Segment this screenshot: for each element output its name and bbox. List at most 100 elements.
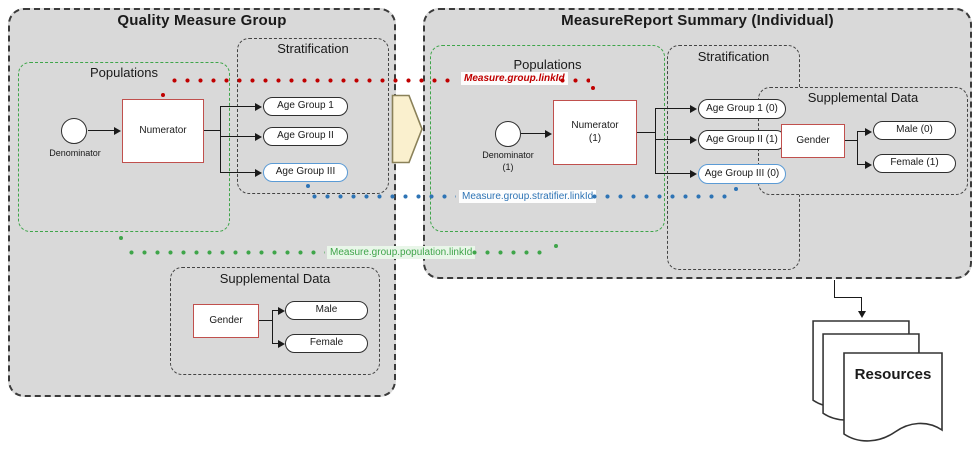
denominator-label-left: Denominator xyxy=(49,148,101,158)
connector-line xyxy=(637,132,655,133)
stratification-title-right: Stratification xyxy=(697,49,770,64)
denominator-circle-left xyxy=(61,118,87,144)
age-group-3-pill-right: Age Group III (0) xyxy=(698,164,786,184)
transform-chevron-icon xyxy=(391,94,423,164)
denominator-circle-right xyxy=(495,121,521,147)
green-link-dot xyxy=(119,236,123,240)
measure-group-linkid-label: Measure.group.linkId xyxy=(461,72,568,85)
green-link-dot xyxy=(554,244,558,248)
connector-line xyxy=(272,310,273,344)
connector-line xyxy=(220,106,221,173)
red-link-dot xyxy=(161,93,165,97)
male-label-left: Male xyxy=(315,304,338,316)
arrowhead-icon xyxy=(545,129,552,138)
arrowhead-icon xyxy=(690,169,697,178)
connector-line xyxy=(857,131,866,132)
age-group-3-label-right: Age Group III (0) xyxy=(704,167,780,179)
connector-line xyxy=(272,310,279,311)
measurereport-summary-title: MeasureReport Summary (Individual) xyxy=(561,12,834,29)
gender-box-left: Gender xyxy=(193,304,259,338)
numerator-box-right: Numerator (1) xyxy=(553,100,637,165)
green-dotted-link xyxy=(468,250,550,255)
arrowhead-icon xyxy=(278,306,285,315)
denominator-label-right: Denominator xyxy=(482,150,534,160)
stratification-title-left: Stratification xyxy=(277,41,349,56)
connector-line xyxy=(272,343,279,344)
connector-line xyxy=(655,108,691,109)
female-label-right: Female (1) xyxy=(890,157,939,169)
arrowhead-icon xyxy=(865,127,872,136)
blue-dotted-link xyxy=(588,194,728,199)
arrowhead-icon xyxy=(865,160,872,169)
arrowhead-icon xyxy=(690,104,697,113)
age-group-2-label-left: Age Group II xyxy=(277,130,334,142)
connector-line xyxy=(845,140,858,141)
connector-line xyxy=(220,136,256,137)
age-group-2-label-right: Age Group II (1) xyxy=(706,133,778,145)
supplemental-data-title-right: Supplemental Data xyxy=(807,90,919,105)
female-label-left: Female xyxy=(309,337,344,349)
red-dotted-link xyxy=(556,78,590,83)
arrowhead-icon xyxy=(255,102,262,111)
male-pill-left: Male xyxy=(285,301,368,320)
connector-line xyxy=(857,164,866,165)
arrowhead-icon xyxy=(857,311,866,318)
connector-line xyxy=(834,280,835,298)
connector-line xyxy=(220,106,256,107)
quality-measure-group-title: Quality Measure Group xyxy=(117,12,287,29)
female-pill-right: Female (1) xyxy=(873,154,956,173)
measure-group-stratifier-linkid-label: Measure.group.stratifier.linkId xyxy=(459,190,597,203)
age-group-3-pill-left: Age Group III xyxy=(263,163,348,182)
numerator-label-right: Numerator xyxy=(571,120,619,131)
female-pill-left: Female xyxy=(285,334,368,353)
supplemental-data-title-left: Supplemental Data xyxy=(219,271,331,286)
connector-line xyxy=(834,297,862,298)
age-group-1-pill-right: Age Group 1 (0) xyxy=(698,99,786,119)
age-group-1-label-right: Age Group 1 (0) xyxy=(706,102,778,114)
arrowhead-icon xyxy=(114,127,121,135)
connector-line xyxy=(655,173,691,174)
male-pill-right: Male (0) xyxy=(873,121,956,140)
connector-line xyxy=(204,130,220,131)
populations-title-right: Populations xyxy=(513,57,582,72)
connector-line xyxy=(655,139,691,140)
populations-title-left: Populations xyxy=(90,65,158,80)
populations-box-left xyxy=(18,62,230,232)
numerator-label-left: Numerator xyxy=(139,124,187,136)
arrowhead-icon xyxy=(690,135,697,144)
age-group-3-label-left: Age Group III xyxy=(275,166,336,178)
stratification-box-left xyxy=(237,38,389,194)
age-group-1-label-left: Age Group 1 xyxy=(277,100,334,112)
document-front-icon xyxy=(843,352,943,442)
red-link-dot xyxy=(591,86,595,90)
resources-label: Resources xyxy=(854,366,932,383)
gender-label-right: Gender xyxy=(796,134,830,146)
connector-line xyxy=(861,297,862,312)
arrowhead-icon xyxy=(278,339,285,348)
arrowhead-icon xyxy=(255,132,262,141)
denominator-count-right: (1) xyxy=(502,162,514,172)
blue-link-dot xyxy=(306,184,310,188)
numerator-box-left: Numerator xyxy=(122,99,204,163)
connector-line xyxy=(88,130,115,131)
gender-label-left: Gender xyxy=(209,314,243,326)
blue-dotted-link xyxy=(308,194,456,199)
age-group-1-pill-left: Age Group 1 xyxy=(263,97,348,116)
age-group-2-pill-right: Age Group II (1) xyxy=(698,130,786,150)
connector-line xyxy=(521,133,546,134)
populations-box-right xyxy=(430,45,665,232)
numerator-count-right: (1) xyxy=(588,132,602,144)
red-dotted-link xyxy=(168,78,458,83)
gender-box-right: Gender xyxy=(781,124,845,158)
age-group-2-pill-left: Age Group II xyxy=(263,127,348,146)
supplemental-data-box-left xyxy=(170,267,380,375)
arrowhead-icon xyxy=(255,168,262,177)
connector-line xyxy=(220,172,256,173)
connector-line xyxy=(857,131,858,165)
blue-link-dot xyxy=(734,187,738,191)
male-label-right: Male (0) xyxy=(896,124,933,136)
green-dotted-link xyxy=(125,250,325,255)
connector-line xyxy=(655,108,656,174)
measure-group-population-linkid-label: Measure.group.population.linkId xyxy=(327,246,476,259)
